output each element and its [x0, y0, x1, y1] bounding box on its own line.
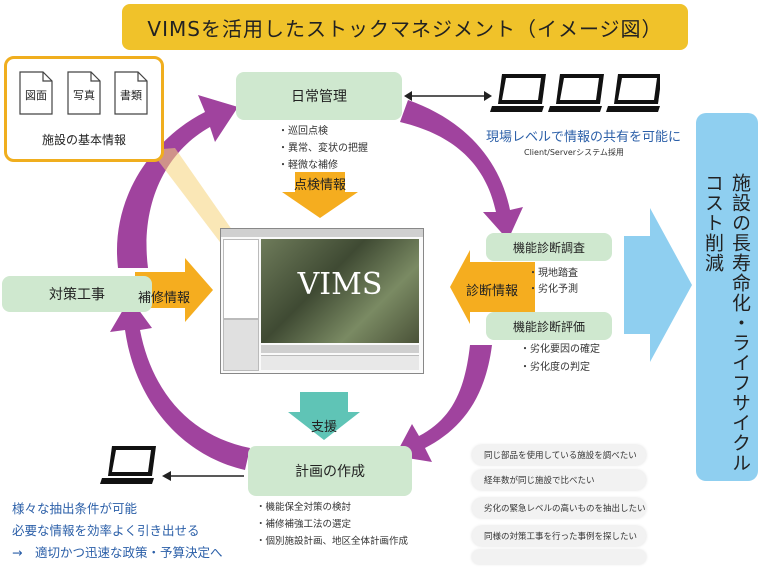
diagnosis-eval-list: ・劣化要因の確定 ・劣化度の判定 [520, 341, 600, 377]
arc-arrow-bottom-right [395, 345, 492, 462]
support-arrow [288, 392, 360, 440]
diagnosis-eval-box: 機能診断評価 [486, 312, 612, 340]
arc-arrow-top-left [116, 95, 238, 268]
list-item: ・巡回点検 [278, 126, 328, 137]
list-item: ・劣化予測 [528, 284, 578, 295]
search-example: 劣化の緊急レベルの高いものを抽出したい [472, 498, 646, 518]
list-item: ・劣化度の判定 [520, 362, 590, 373]
benefits-list: 様々な抽出条件が可能 必要な情報を効率よく引き出せる → 適切かつ迅速な政策・予… [12, 498, 222, 564]
plan-title: 計画の作成 [295, 464, 365, 480]
share-headline: 現場レベルで情報の共有を可能に [486, 130, 682, 145]
list-item: ・現地踏査 [528, 268, 578, 279]
daily-management-title: 日常管理 [291, 89, 347, 105]
search-example: 同じ部品を使用している施設を調べたい [472, 445, 646, 465]
laptops-icon [490, 74, 660, 112]
document-icon [19, 71, 53, 115]
basic-info-label: 施設の基本情報 [41, 133, 126, 147]
search-example-empty [472, 550, 646, 564]
lifecycle-text: 施設の長寿命化・ライフサイクルコスト削減 [702, 173, 751, 473]
arc-arrow-top-right [400, 100, 523, 240]
basic-info-card: 図面 写真 書類 施設の基本情報 [4, 56, 164, 162]
daily-management-box: 日常管理 [236, 72, 402, 120]
laptop-icon [606, 74, 660, 112]
countermeasure-box: 対策工事 [2, 276, 152, 312]
lifecycle-box: 施設の長寿命化・ライフサイクルコスト削減 [696, 113, 758, 481]
list-item: ・軽微な補修 [278, 160, 338, 171]
doc-label-drawing: 図面 [25, 89, 47, 102]
document-icon [114, 71, 148, 115]
share-subtext: Client/Serverシステム採用 [524, 148, 624, 157]
daily-management-list: ・巡回点検 ・異常、変状の把握 ・軽微な補修 [278, 123, 368, 174]
vims-screenshot: VIMS [220, 228, 424, 374]
diagnosis-survey-title: 機能診断調査 [512, 240, 585, 255]
diagnosis-arrow [450, 250, 535, 324]
page-title-banner: VIMSを活用したストックマネジメント（イメージ図） [122, 4, 688, 50]
map-view: VIMS [261, 239, 419, 343]
arc-arrow-bottom-left [110, 298, 250, 470]
list-item: ・補修補強工法の選定 [256, 519, 352, 530]
diagnosis-eval-title: 機能診断評価 [512, 319, 585, 334]
laptop-icon [100, 446, 156, 484]
benefit-item: 様々な抽出条件が可能 [12, 501, 138, 516]
inspection-info-label: 点検情報 [294, 178, 347, 193]
tree-panel [223, 239, 259, 319]
countermeasure-title: 対策工事 [49, 287, 105, 303]
repair-arrow [135, 258, 213, 322]
support-label: 支援 [311, 420, 338, 435]
properties-panel [223, 319, 259, 371]
lifecycle-arrow [624, 208, 692, 362]
diagnosis-survey-box: 機能診断調査 [486, 233, 612, 261]
list-item: ・異常、変状の把握 [278, 143, 368, 154]
diagnosis-info-label: 診断情報 [466, 284, 519, 299]
laptop-icon [490, 74, 546, 112]
plan-list: ・機能保全対策の検討 ・補修補強工法の選定 ・個別施設計画、地区全体計画作成 [256, 499, 408, 550]
benefit-item: 必要な情報を効率よく引き出せる [12, 523, 200, 538]
document-icon [67, 71, 101, 115]
doc-label-documents: 書類 [120, 89, 142, 102]
search-example: 同様の対策工事を行った事例を探したい [472, 526, 646, 546]
diagnosis-survey-list: ・現地踏査 ・劣化予測 [528, 266, 578, 298]
search-example: 経年数が同じ施設で比べたい [472, 470, 646, 490]
plan-box: 計画の作成 [248, 446, 412, 496]
window-titlebar [221, 229, 423, 237]
timeline-bar [261, 345, 419, 353]
list-item: ・個別施設計画、地区全体計画作成 [256, 536, 409, 547]
laptop-icon [548, 74, 604, 112]
list-item: ・劣化要因の確定 [520, 344, 600, 355]
repair-info-label: 補修情報 [138, 291, 191, 306]
page-title: VIMSを活用したストックマネジメント（イメージ図） [147, 16, 663, 41]
list-item: ・機能保全対策の検討 [256, 502, 352, 513]
inspection-arrow [282, 172, 358, 218]
doc-label-photo: 写真 [73, 89, 95, 102]
status-panel [261, 355, 419, 370]
vims-label: VIMS [297, 267, 383, 302]
benefit-item: → 適切かつ迅速な政策・予算決定へ [12, 545, 223, 560]
